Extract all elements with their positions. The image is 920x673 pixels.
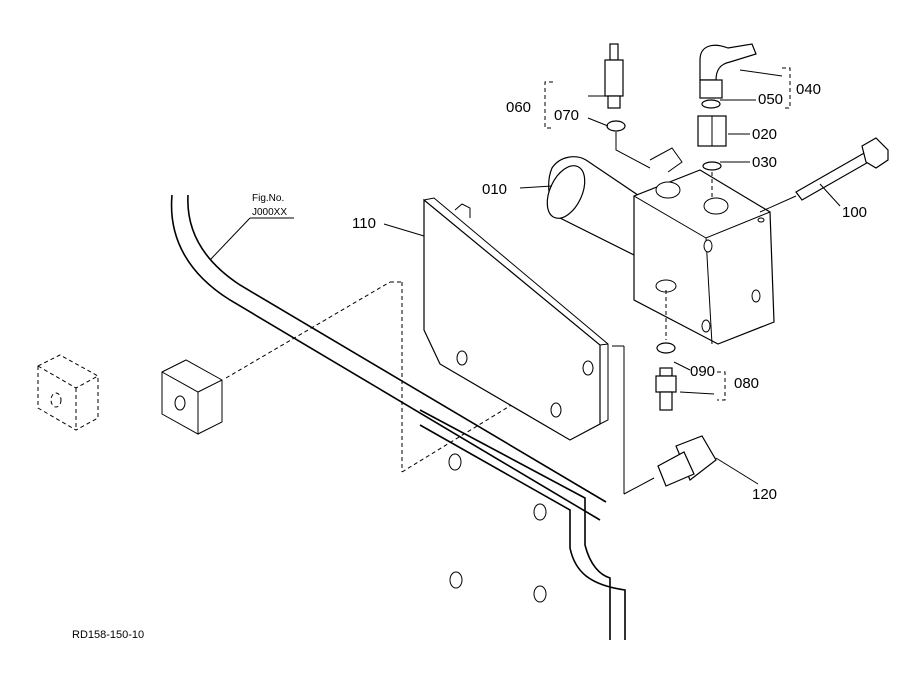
frame-hole xyxy=(533,585,547,603)
label-080: 080 xyxy=(734,375,759,392)
figure-reference: Fig.No. J000XX xyxy=(209,193,294,261)
o-ring-090 xyxy=(656,342,676,354)
frame-hole xyxy=(449,571,463,589)
label-060: 060 xyxy=(506,99,531,116)
fig-no-value: J000XX xyxy=(252,207,287,218)
spacer-block xyxy=(161,359,223,435)
label-040: 040 xyxy=(796,81,821,98)
bolt-100 xyxy=(759,137,889,213)
label-010: 010 xyxy=(482,181,507,198)
dashed-block-left xyxy=(37,354,99,431)
label-030: 030 xyxy=(752,154,777,171)
frame-plate xyxy=(419,409,626,640)
drawing-id: RD158-150-10 xyxy=(72,629,144,641)
label-100: 100 xyxy=(842,204,867,221)
o-ring-050 xyxy=(701,99,721,109)
o-ring-070 xyxy=(606,120,626,132)
fitting-040 xyxy=(699,43,757,99)
frame-hole xyxy=(533,503,547,521)
label-070: 070 xyxy=(554,107,579,124)
o-ring-030 xyxy=(702,161,722,171)
frame-hole xyxy=(448,453,462,471)
plug-120 xyxy=(657,435,759,487)
label-050: 050 xyxy=(758,91,783,108)
fitting-060 xyxy=(604,43,626,132)
label-110: 110 xyxy=(352,215,376,232)
bracket-110 xyxy=(423,197,609,441)
solenoid-010 xyxy=(546,147,683,259)
label-120: 120 xyxy=(752,486,777,503)
valve-block xyxy=(633,169,775,345)
adapter-020 xyxy=(697,115,727,147)
fitting-080 xyxy=(655,367,677,411)
label-020: 020 xyxy=(752,126,777,143)
frame-pipe xyxy=(170,194,607,521)
fig-no-label: Fig.No. xyxy=(252,193,284,204)
label-090: 090 xyxy=(690,363,715,380)
